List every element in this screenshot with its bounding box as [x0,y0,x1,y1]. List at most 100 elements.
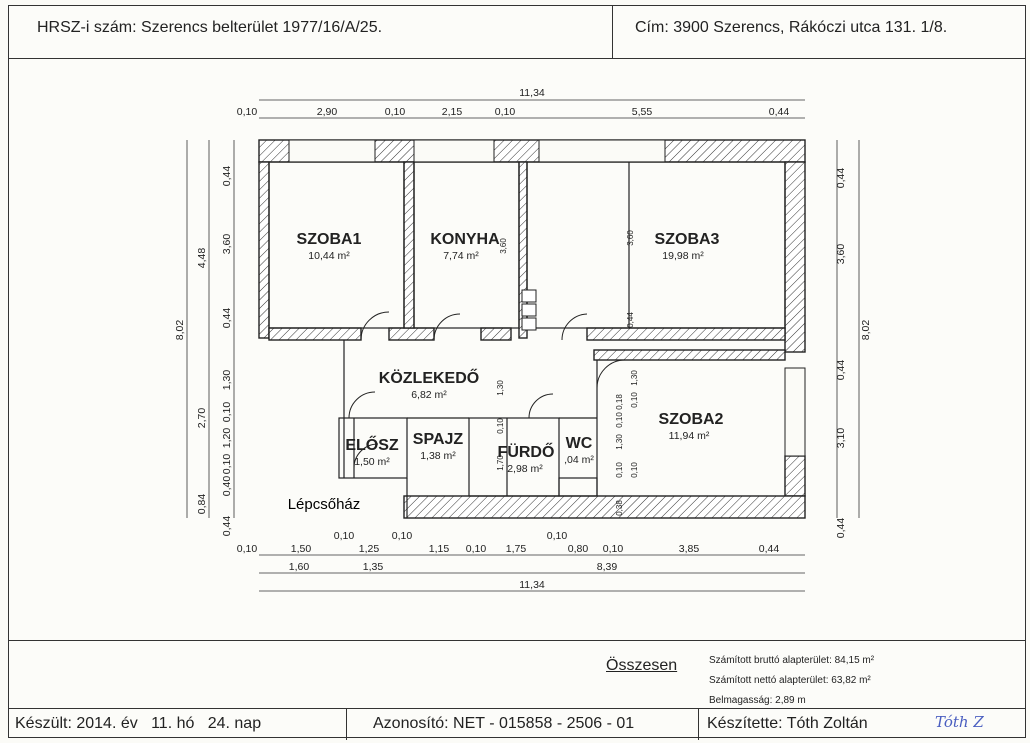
summary-section: Összesen Számított bruttó alapterület: 8… [9,640,1025,709]
identifier-field: Azonosító: NET - 015858 - 2506 - 01 [347,709,699,740]
dim-interior-12: 0,10 [615,462,624,478]
dim-interior-3: 0,44 [626,312,635,328]
room-kozlekedo-name: KÖZLEKEDŐ [379,368,479,387]
dim-bottom-total: 11,34 [519,579,545,591]
dim-top-3: 0,10 [385,106,406,118]
room-konyha-name: KONYHA [430,231,500,248]
dim-bottom1-6: 1,15 [429,543,450,555]
netto-area: Számított nettó alapterület: 63,82 m² [709,675,871,686]
room-furdo-name: FÜRDŐ [498,442,555,461]
dim-left-inner-9: 0,44 [221,516,233,537]
dim-left-outer-3: 0,84 [196,494,208,515]
dim-interior-2: 3,60 [626,230,635,246]
header: HRSZ-i szám: Szerencs belterület 1977/16… [9,6,1025,59]
interior-walls [268,161,786,518]
dim-right-inner-3: 0,44 [835,360,847,381]
dim-interior-11: 1,30 [615,434,624,450]
dim-bottom1-2: 1,50 [291,543,312,555]
room-spajz-name: SPAJZ [413,431,464,448]
dim-bottom2-3: 8,39 [597,561,618,573]
dim-right-total: 8,02 [860,320,872,341]
room-kozlekedo-area: 6,82 m² [411,389,447,401]
hrsz-field: HRSZ-i szám: Szerencs belterület 1977/16… [9,6,613,58]
dim-left-inner-8: 0,40 [221,476,233,497]
room-wc-area: ,04 m² [564,454,594,466]
dim-bottom1-10: 0,80 [568,543,589,555]
dim-bottom1-5: 0,10 [392,530,413,542]
dim-top-5: 0,10 [495,106,516,118]
date-field: Készült: 2014. év 11. hó 24. nap [9,709,347,740]
dim-right-inner-2: 3,60 [835,244,847,265]
windows [288,139,806,457]
room-elosz-name: ELŐSZ [345,435,399,454]
room-szoba2-name: SZOBA2 [659,411,724,428]
brutto-area: Számított bruttó alapterület: 84,15 m² [709,655,875,666]
dim-interior-4: 1,30 [496,380,505,396]
dim-top-7: 0,44 [769,106,790,118]
dim-left-inner-3: 0,44 [221,308,233,329]
dim-left-inner-5: 0,10 [221,402,233,423]
dim-bottom1-4: 1,25 [359,543,380,555]
floor-plan-sheet: HRSZ-i szám: Szerencs belterület 1977/16… [8,5,1026,740]
dim-top-4: 2,15 [442,106,463,118]
dim-top-6: 5,55 [632,106,653,118]
dim-interior-13: 0,38 [615,500,624,516]
dim-bottom1-8: 1,75 [506,543,527,555]
dim-left-inner-6: 1,20 [221,428,233,449]
room-wc-name: WC [566,435,593,452]
dim-interior-9: 0,18 [615,394,624,410]
dim-left-inner-1: 0,44 [221,166,233,187]
room-spajz-area: 1,38 m² [420,450,456,462]
dimension-lines [186,99,860,592]
room-elosz-area: 1,50 m² [354,456,390,468]
dim-interior-14: 0,10 [630,462,639,478]
dim-left-total: 8,02 [174,320,186,341]
dim-left-outer-1: 4,48 [196,248,208,269]
dim-bottom1-9: 0,10 [547,530,568,542]
summary-title: Összesen [606,657,678,674]
room-szoba1-area: 10,44 m² [308,250,350,262]
dim-bottom2-2: 1,35 [363,561,384,573]
address-field: Cím: 3900 Szerencs, Rákóczi utca 131. 1/… [635,19,948,36]
dim-right-inner-1: 0,44 [835,168,847,189]
dim-left-inner-7: 0,10 [221,454,233,475]
door-swings [348,311,626,469]
room-konyha-area: 7,74 m² [443,250,479,262]
dim-bottom1-11: 0,10 [603,543,624,555]
dimension-labels: 11,34 0,10 2,90 0,10 2,15 0,10 5,55 0,44… [174,87,872,591]
dim-interior-8: 0,10 [630,392,639,408]
dim-bottom1-7: 0,10 [466,543,487,555]
ceiling-height: Belmagasság: 2,89 m [709,695,806,706]
room-furdo-area: 2,98 m² [507,463,543,475]
dim-top-2: 2,90 [317,106,338,118]
dim-top-1: 0,10 [237,106,258,118]
author-field: Készítette: Tóth Zoltán [707,715,868,732]
dim-bottom1-3: 0,10 [334,530,355,542]
dim-left-inner-2: 3,60 [221,234,233,255]
chimney [521,289,537,331]
room-szoba3-area: 19,98 m² [662,250,704,262]
floor-plan-drawing: SZOBA1 10,44 m² KONYHA 7,74 m² SZOBA3 19… [174,87,872,592]
dim-right-inner-5: 0,44 [835,518,847,539]
room-szoba3-name: SZOBA3 [655,231,720,248]
dim-right-inner-4: 3,10 [835,428,847,449]
dim-interior-10: 0,10 [615,412,624,428]
exterior-walls [258,139,806,519]
dim-left-outer-2: 2,70 [196,408,208,429]
dim-bottom2-1: 1,60 [289,561,310,573]
dim-interior-7: 1,30 [630,370,639,386]
signature: Tóth Z [935,713,984,731]
footer: Készült: 2014. év 11. hó 24. nap Azonosí… [9,708,1025,740]
dim-bottom1-12: 3,85 [679,543,700,555]
room-labels: SZOBA1 10,44 m² KONYHA 7,74 m² SZOBA3 19… [288,231,724,513]
dim-interior-6: 1,70 [496,455,505,471]
room-szoba1-name: SZOBA1 [297,231,362,248]
dim-interior-5: 0,10 [496,418,505,434]
dim-top-total: 11,34 [519,87,545,99]
dim-left-inner-4: 1,30 [221,370,233,391]
stair-label: Lépcsőház [288,496,361,513]
dim-bottom1-13: 0,44 [759,543,780,555]
dim-bottom1-1: 0,10 [237,543,258,555]
room-szoba2-area: 11,94 m² [669,430,710,442]
dim-interior-1: 3,60 [499,238,508,254]
